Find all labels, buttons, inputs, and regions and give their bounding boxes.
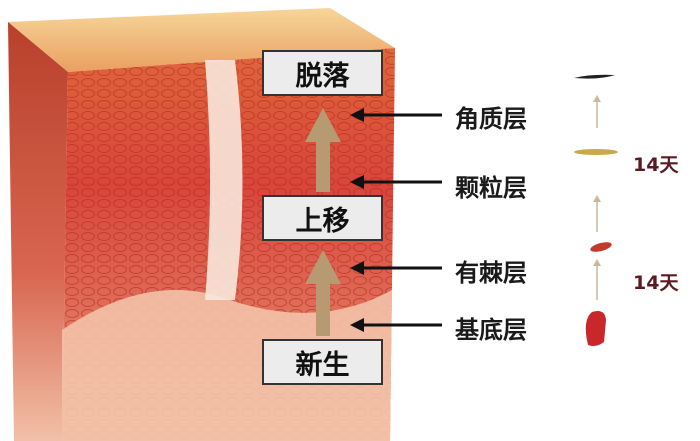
duration-label: 14天 <box>633 272 679 294</box>
shed-stage-box: 脱落 <box>262 50 383 96</box>
layer-label-stratum-basale: 基底层 <box>455 316 527 344</box>
skin-block-top-face <box>8 8 395 72</box>
label-pointer-arrows <box>350 108 442 332</box>
layer-label-stratum-corneum: 角质层 <box>455 105 527 133</box>
sweat-duct-channel <box>205 60 243 300</box>
upward-arrow <box>305 108 341 336</box>
cell-progression-icons <box>574 74 618 346</box>
basal-cell-icon <box>585 311 606 346</box>
skin-block-side-face <box>8 22 68 441</box>
layer-label-stratum-spinosum: 有棘层 <box>455 259 527 287</box>
duration-label: 14天 <box>633 154 679 176</box>
shed-cell-icon <box>574 74 615 79</box>
new-stage-box: 新生 <box>262 339 383 385</box>
granular-cell-icon <box>574 149 618 155</box>
move-up-stage-box: 上移 <box>262 195 383 241</box>
layer-label-stratum-granulosum: 颗粒层 <box>455 174 527 202</box>
spinous-cell-icon <box>590 242 612 252</box>
